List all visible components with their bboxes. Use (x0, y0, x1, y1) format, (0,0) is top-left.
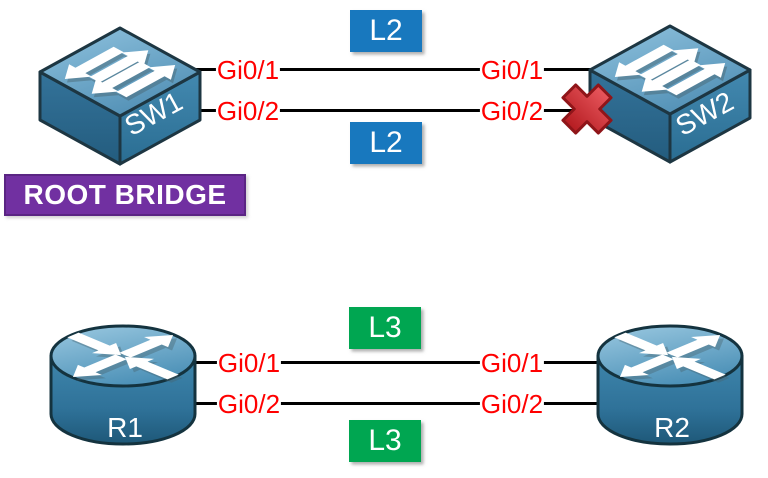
badge-l3-bottom: L3 (349, 420, 421, 462)
port-label-sw1-gi02: Gi0/2 (215, 96, 281, 126)
router-node-r2: R2 (596, 324, 744, 446)
port-label-sw1-gi01: Gi0/1 (215, 55, 281, 85)
port-label-sw2-gi01: Gi0/1 (479, 55, 545, 85)
router-node-r1: R1 (49, 324, 197, 446)
root-bridge-label: ROOT BRIDGE (4, 174, 246, 216)
badge-l3-top: L3 (349, 307, 421, 349)
badge-l2-top: L2 (350, 10, 422, 52)
link-line-r-gi02 (188, 402, 604, 405)
port-label-r1-gi02: Gi0/2 (216, 389, 282, 419)
switch-node-sw1: SW1 (38, 26, 202, 166)
port-label-r2-gi01: Gi0/1 (479, 348, 545, 378)
switch-chassis (588, 24, 752, 164)
port-label-sw2-gi02: Gi0/2 (479, 96, 545, 126)
switch-node-sw2: SW2 (588, 24, 752, 164)
link-line-sw-gi02 (193, 109, 597, 112)
node-label-r2: R2 (654, 412, 690, 443)
link-line-sw-gi01 (193, 68, 595, 71)
badge-l2-bottom: L2 (350, 122, 422, 164)
port-label-r1-gi01: Gi0/1 (216, 348, 282, 378)
blocked-port-x-icon (561, 83, 613, 135)
node-label-r1: R1 (107, 412, 143, 443)
port-label-r2-gi02: Gi0/2 (479, 389, 545, 419)
link-line-r-gi01 (190, 361, 602, 364)
